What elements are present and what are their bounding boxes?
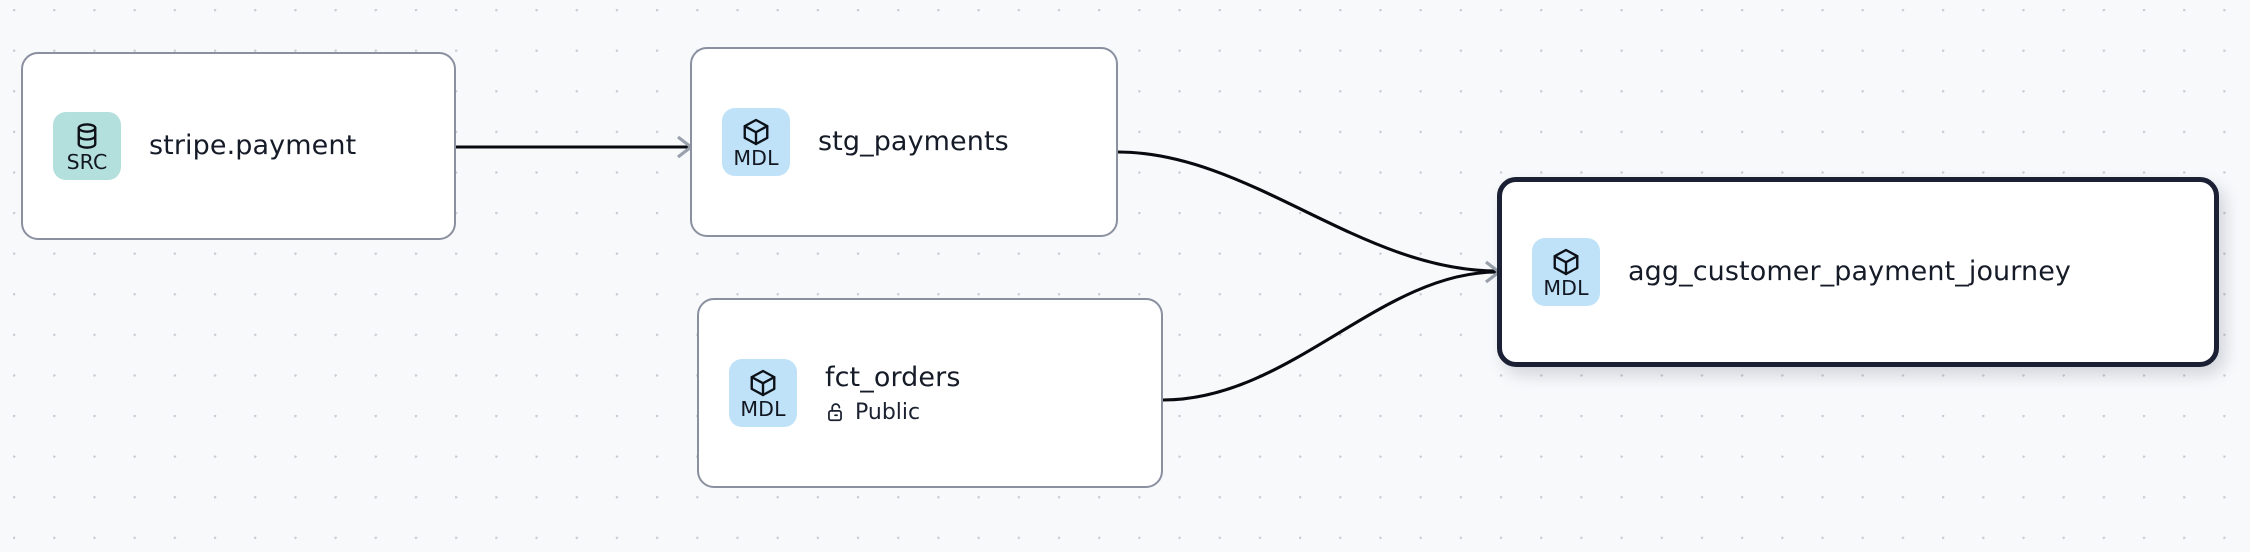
cube-icon	[743, 118, 769, 145]
node-kind-badge-src: SRC	[53, 112, 121, 180]
node-title: stripe.payment	[149, 130, 357, 161]
node-title: agg_customer_payment_journey	[1628, 256, 2071, 287]
node-text-block: stripe.payment	[149, 130, 454, 162]
node-kind-label: SRC	[66, 149, 108, 174]
node-visibility-label: Public	[855, 399, 921, 425]
node-kind-badge-mdl: MDL	[1532, 238, 1600, 306]
node-kind-label: MDL	[1543, 275, 1589, 300]
unlock-icon	[828, 403, 842, 422]
edge-stg-payments-to-agg-customer-payment-journey	[1117, 150, 1498, 273]
node-stripe-payment[interactable]: SRC stripe.payment	[21, 52, 456, 240]
node-text-block: fct_orders Public	[825, 362, 1161, 425]
node-fct-orders[interactable]: MDL fct_orders Public	[697, 298, 1163, 488]
cube-icon	[1553, 248, 1579, 275]
node-text-block: stg_payments	[818, 126, 1116, 158]
node-title: fct_orders	[825, 361, 961, 393]
node-kind-badge-mdl: MDL	[729, 359, 797, 427]
node-stg-payments[interactable]: MDL stg_payments	[690, 47, 1118, 237]
edge-fct-orders-to-agg-customer-payment-journey	[1162, 270, 1498, 402]
node-kind-label: MDL	[733, 145, 779, 170]
node-agg-customer-payment-journey[interactable]: MDL agg_customer_payment_journey	[1497, 177, 2219, 367]
node-text-block: agg_customer_payment_journey	[1628, 256, 2214, 288]
cube-icon	[750, 369, 776, 396]
node-kind-badge-mdl: MDL	[722, 108, 790, 176]
database-icon	[77, 122, 97, 149]
node-visibility-meta: Public	[825, 400, 1145, 425]
node-kind-label: MDL	[740, 396, 786, 421]
node-title: stg_payments	[818, 126, 1009, 157]
